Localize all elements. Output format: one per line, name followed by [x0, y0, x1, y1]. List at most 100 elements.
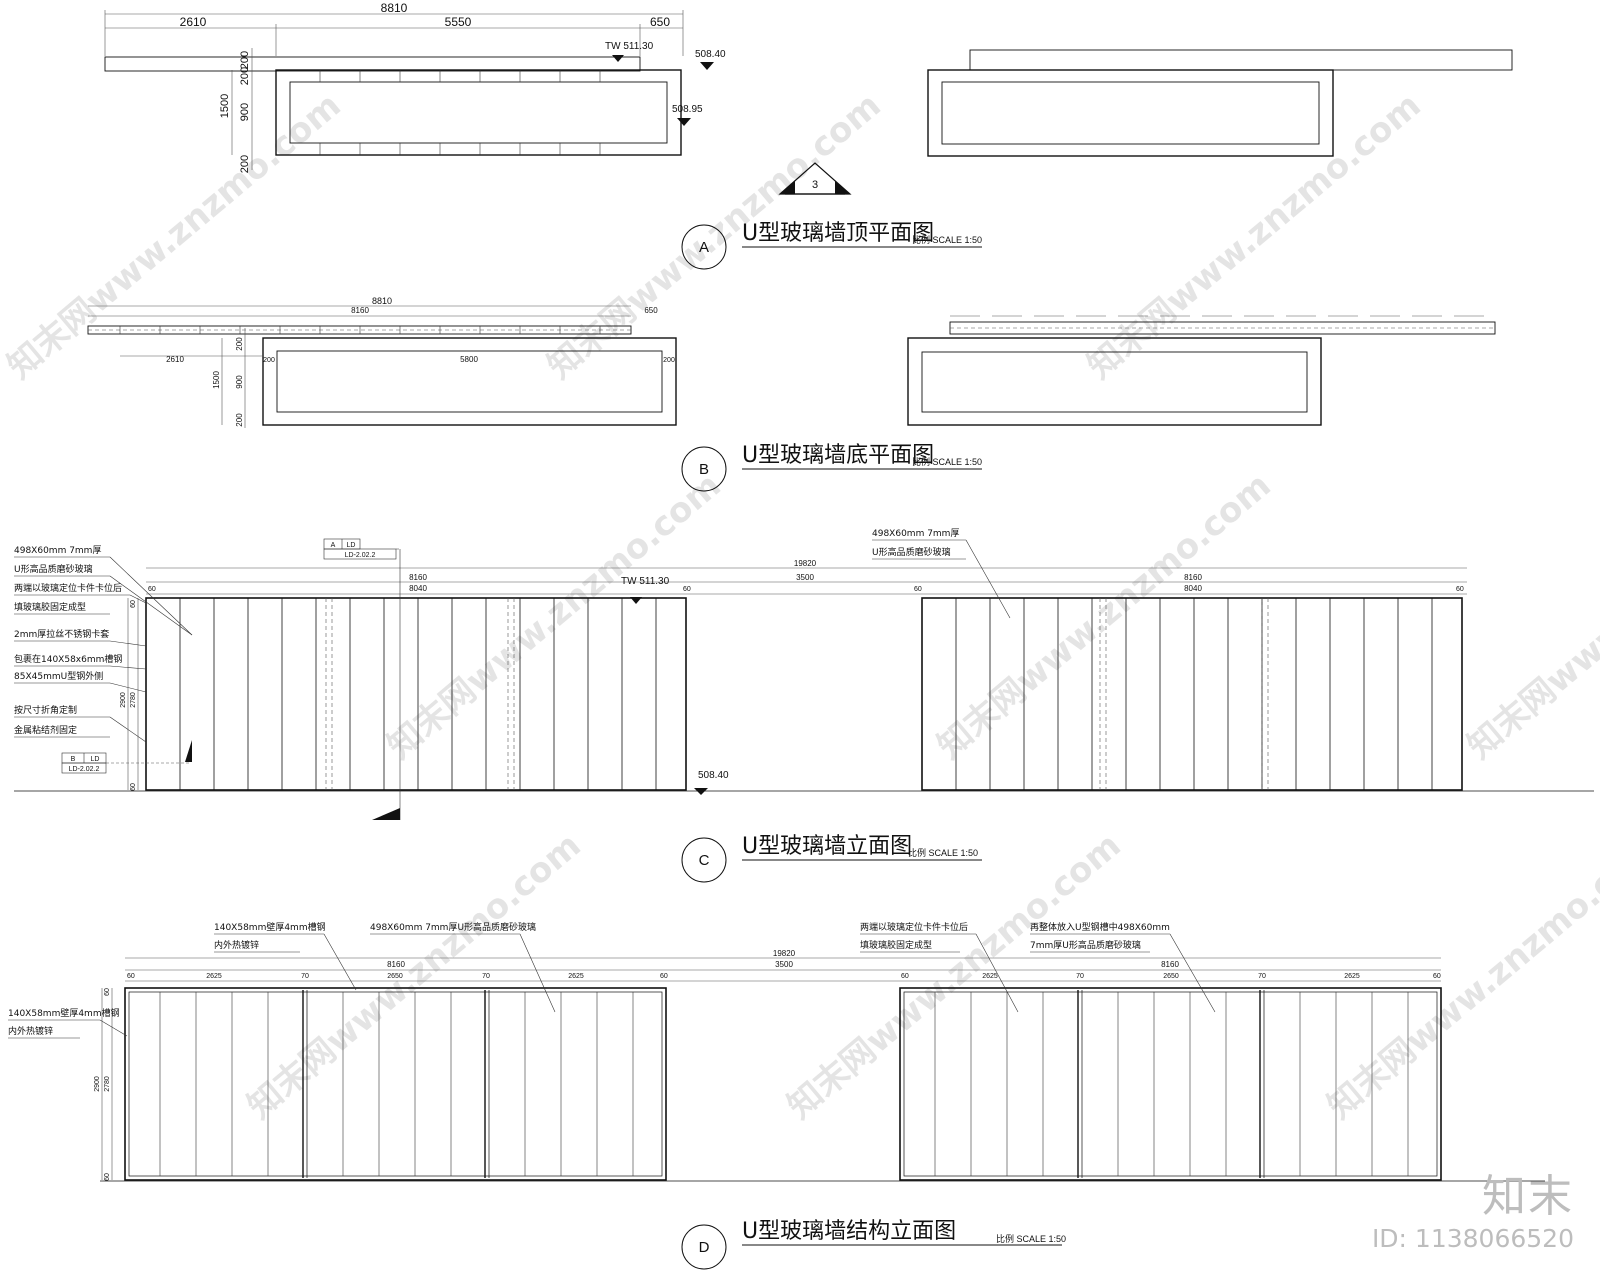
watermark-text: 知末网www.znzmo.com: [1080, 85, 1429, 387]
view-title: U型玻璃墙立面图: [742, 834, 912, 859]
annotation-notes-left: 498X60mm 7mm厚 U形高品质磨砂玻璃 两端以玻璃定位卡件卡位后 填玻璃…: [14, 545, 193, 743]
dim-inner: 5800: [460, 355, 478, 364]
detail-ref: LD: [91, 756, 100, 763]
note: 140X58mm壁厚4mm槽钢: [8, 1007, 120, 1019]
dim-seg: 2625: [982, 973, 998, 980]
glass-wall-left: [145, 597, 687, 791]
note: 2mm厚拉丝不锈钢卡套: [14, 628, 109, 640]
brand-logo: 知末: [1482, 1171, 1574, 1222]
dim-left: 8160: [351, 306, 369, 315]
dim-height: 2900: [120, 692, 127, 708]
planter-inner: [276, 350, 663, 413]
dim-edge: 60: [914, 586, 922, 593]
dim-overall: 8810: [381, 1, 408, 15]
view-c-elevation: 19820 3500 8160 8040 8160 8040 60 60 60 …: [14, 528, 1594, 883]
note: 498X60mm 7mm厚U形高品质磨砂玻璃: [370, 921, 536, 933]
dim-total: 19820: [794, 559, 817, 568]
canopy-strip: [104, 56, 641, 72]
steel-frame-left: [124, 987, 667, 1181]
dim-height: 60: [104, 1173, 111, 1181]
dim-right: 650: [650, 15, 670, 29]
dim-seg: 70: [1076, 973, 1084, 980]
planter-outer-right: [927, 69, 1334, 157]
note: U形高品质磨砂玻璃: [872, 546, 951, 558]
watermark-text: 知末网www.znzmo.com: [0, 85, 349, 387]
dim-height: 60: [104, 988, 111, 996]
dim-side: 900: [235, 375, 244, 389]
level-marker-icon: [612, 55, 624, 62]
watermark-text: 知末网www.znzmo.com: [930, 465, 1279, 767]
view-scale: 比例 SCALE 1:50: [996, 1233, 1066, 1244]
dim-seg: 60: [901, 973, 909, 980]
dim-panel-total: 8160: [1161, 960, 1179, 969]
dim-gap: 3500: [796, 573, 814, 582]
detail-ref: LD-2.02.2: [345, 552, 376, 559]
planter-inner-right: [921, 351, 1308, 413]
view-letter-circle: [681, 1224, 727, 1270]
level-ground: 508.40: [698, 770, 729, 781]
dim-inner: 200: [263, 357, 275, 364]
note: 498X60mm 7mm厚: [14, 545, 101, 556]
note: 两端以玻璃定位卡件卡位后: [14, 582, 122, 594]
dim-seg: 70: [482, 973, 490, 980]
note: U形高品质磨砂玻璃: [14, 563, 93, 575]
planter-outer-right: [907, 337, 1322, 426]
note: 内外热镀锌: [8, 1025, 53, 1037]
view-letter-circle: [681, 446, 727, 492]
note: 85X45mmU型钢外侧: [14, 670, 103, 682]
detail-ref: LD-2.02.2: [69, 766, 100, 773]
section-mark-icon: 3: [778, 162, 852, 195]
dim-side: 200: [235, 337, 244, 351]
view-letter: A: [699, 239, 709, 256]
note: 填玻璃胶固定成型: [860, 939, 932, 951]
section-number: 3: [812, 179, 818, 191]
view-a-top-plan: 8810 2610 5550 650 200 200 1500 900 200 …: [104, 1, 1513, 270]
image-id: ID: 1138066520: [1371, 1224, 1574, 1253]
dim-height: 2780: [130, 692, 137, 708]
watermark-text: 知末网www.znzmo.com: [1320, 825, 1600, 1127]
glass-wall-right: [921, 597, 1463, 791]
dim-seg: 2625: [568, 973, 584, 980]
dim-edge: 60: [683, 586, 691, 593]
dim-seg: 70: [1258, 973, 1266, 980]
dim-seg: 60: [1433, 973, 1441, 980]
planter-inner: [289, 81, 668, 144]
level-tw: TW 511.30: [621, 576, 670, 587]
note: 两端以玻璃定位卡件卡位后: [860, 921, 968, 933]
view-scale: 比例 SCALE 1:50: [912, 234, 982, 245]
view-letter-circle: [681, 837, 727, 883]
dim-edge: 60: [1456, 586, 1464, 593]
view-d-structure-elevation: 19820 3500 8160 8160 60 2625 70 2650 70 …: [8, 921, 1545, 1270]
note: 金属粘结剂固定: [14, 724, 77, 736]
note: 内外热镀锌: [214, 939, 259, 951]
dim-inner: 200: [663, 357, 675, 364]
dim-side: 200: [239, 67, 251, 85]
dim-total: 19820: [773, 949, 796, 958]
view-scale: 比例 SCALE 1:50: [912, 456, 982, 467]
dim-seg: 70: [301, 973, 309, 980]
note: 7mm厚U形高品质磨砂玻璃: [1030, 939, 1141, 951]
level-marker-icon: [694, 788, 708, 795]
dim-side: 200: [239, 155, 251, 173]
note: 498X60mm 7mm厚: [872, 528, 959, 539]
dim-height: 60: [130, 783, 137, 791]
level-marker-icon: [630, 597, 642, 604]
note: 140X58mm壁厚4mm槽钢: [214, 921, 326, 933]
dim-seg: 2625: [1344, 973, 1360, 980]
note: 按尺寸折角定制: [14, 704, 77, 716]
detail-callout-a: A LD LD-2.02.2: [323, 538, 401, 820]
dim-seg: 2650: [1163, 973, 1179, 980]
base-rail: [87, 325, 632, 335]
dim-gap: 3500: [775, 960, 793, 969]
dim-height: 2900: [94, 1076, 101, 1092]
steel-frame-right: [899, 987, 1442, 1181]
view-title: U型玻璃墙结构立面图: [742, 1219, 956, 1244]
view-b-bottom-plan: 8810 8160 650 2610 5800 200 200 200 1500…: [87, 296, 1496, 492]
view-scale: 比例 SCALE 1:50: [908, 847, 978, 858]
dim-panel-inner: 8040: [1184, 584, 1202, 593]
view-letter: C: [699, 852, 710, 869]
note: 填玻璃胶固定成型: [14, 601, 86, 613]
dim-side: 1500: [212, 371, 221, 389]
dim-seg: 2625: [206, 973, 222, 980]
